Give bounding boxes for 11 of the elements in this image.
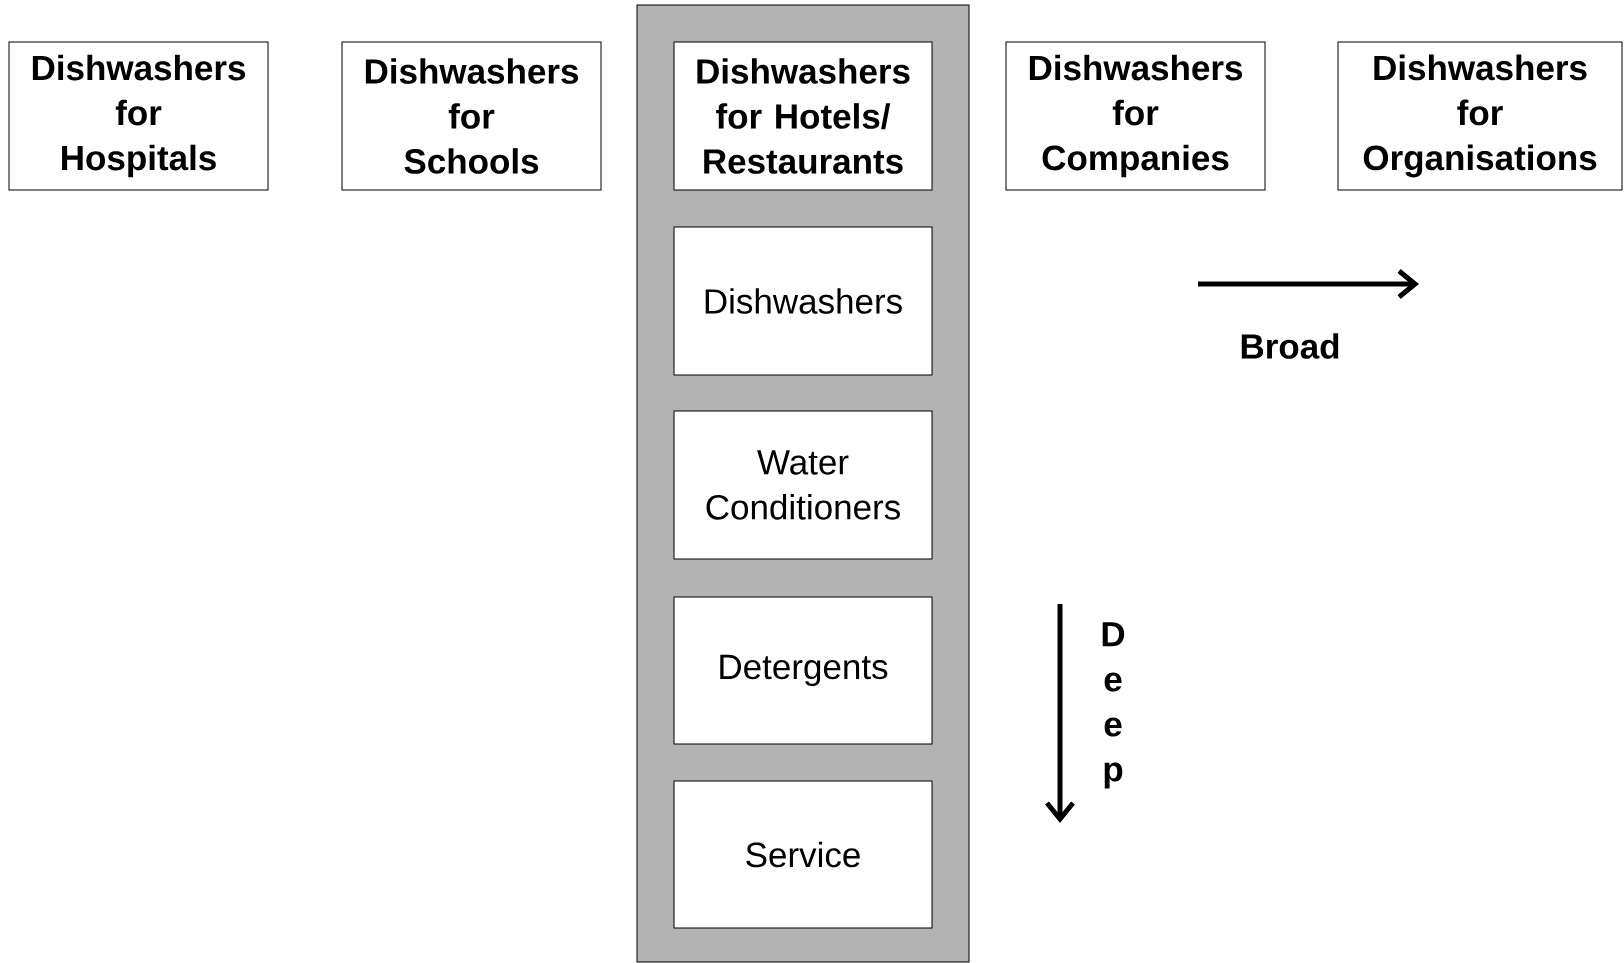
product-box: Dishwashers [673,226,933,376]
category-box: Dishwashers for Organisations [1337,41,1623,191]
category-box: Dishwashers for Companies [1005,41,1266,191]
product-box: Water Conditioners [673,410,933,560]
category-box: Dishwashers for Hospitals [8,41,269,191]
category-box: Dishwashers for Hotels/ Restaurants [673,41,933,191]
category-box: Dishwashers for Schools [341,41,602,191]
direction-label: Broad [1241,333,1339,359]
product-box: Detergents [673,596,933,745]
direction-label: Deep [1102,622,1125,789]
product-box: Service [673,780,933,929]
